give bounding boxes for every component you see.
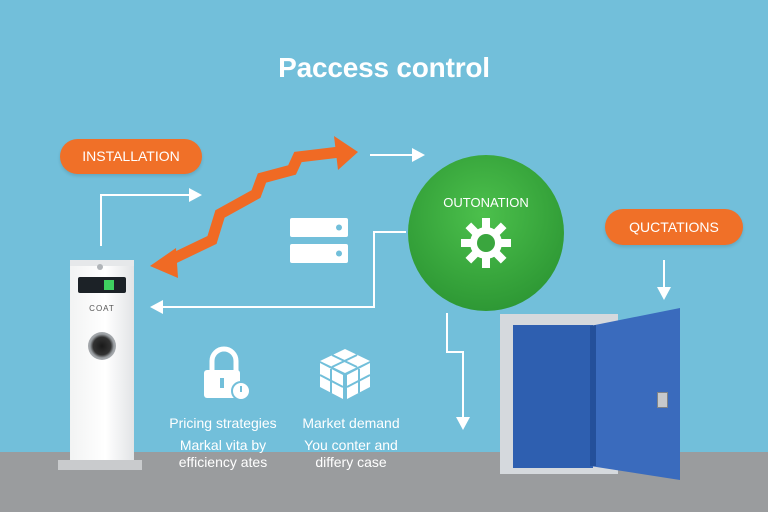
arrow-charger-to-installation <box>100 194 196 246</box>
arrow-automation-down <box>446 313 464 422</box>
automation-label: OUTONATION <box>443 195 529 210</box>
charger-base <box>58 460 142 470</box>
market-desc-line-1: You conter and <box>304 437 398 453</box>
arrow-head-down <box>456 417 470 430</box>
server-icon <box>290 218 348 263</box>
charger-led <box>97 264 103 270</box>
arrow-head-automation <box>412 148 425 162</box>
page-title: Paccess control <box>278 52 490 83</box>
charger-cap <box>70 260 134 266</box>
lock-icon <box>204 346 251 401</box>
charger-port <box>88 332 116 360</box>
door-opening <box>513 325 593 468</box>
cube-icon <box>319 349 371 399</box>
pricing-desc-line-1: Markal vita by <box>179 437 267 453</box>
arrow-head-installation <box>189 188 202 202</box>
arrow-head-quotations <box>657 287 671 300</box>
pricing-desc-line-2: efficiency ates <box>178 454 268 470</box>
installation-pill: INSTALLATION <box>60 139 202 174</box>
charger-display <box>78 277 126 293</box>
gear-icon <box>461 218 511 268</box>
pricing-strategies-desc: Markal vita by efficiency ates <box>160 437 286 471</box>
automation-node: OUTONATION <box>408 155 564 311</box>
market-demand-desc: You conter and differy case <box>292 437 410 471</box>
quotations-pill: QUCTATIONS <box>605 209 743 245</box>
market-desc-line-2: differy case <box>315 454 387 470</box>
charger-status-light <box>104 280 114 290</box>
arrow-automation-to-charger <box>158 231 406 308</box>
arrow-head-charger <box>150 300 163 314</box>
pricing-strategies-title: Pricing strategies <box>169 415 277 431</box>
door-handle <box>657 392 668 408</box>
growth-zigzag-arrow <box>150 136 358 278</box>
ev-charger: COAT <box>70 260 134 468</box>
market-demand-title: Market demand <box>302 415 400 431</box>
charger-label: COAT <box>89 304 115 313</box>
open-door-icon <box>590 308 680 480</box>
